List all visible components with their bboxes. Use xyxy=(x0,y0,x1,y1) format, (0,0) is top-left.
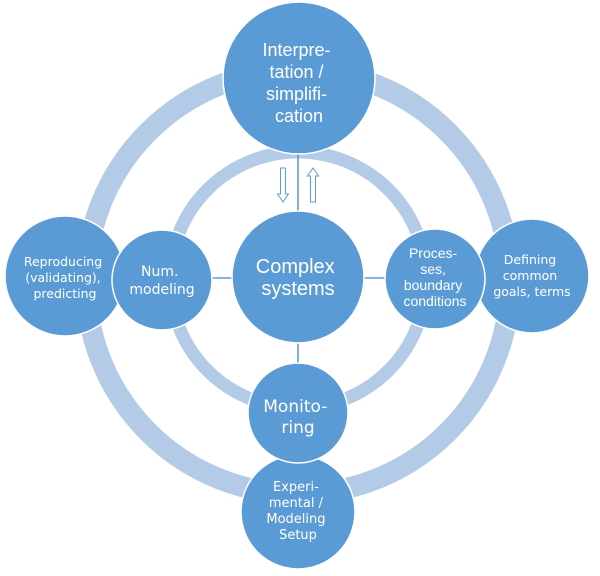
node-processes-circle xyxy=(384,228,486,330)
node-interpretation-line-3: simplifi- xyxy=(266,84,327,104)
down-arrow-icon xyxy=(276,167,290,203)
node-experimental-line-3: Modeling xyxy=(266,512,325,527)
node-defining-line-2: common xyxy=(503,268,557,283)
node-interpretation-line-1: Interpre- xyxy=(262,40,330,60)
node-num-modeling-line-2: modeling xyxy=(129,282,194,298)
node-interpretation: Interpre- tation / simplifi- cation xyxy=(222,1,376,155)
node-processes-line-1: Proces- xyxy=(409,245,458,261)
node-interpretation-label: Interpre- tation / simplifi- cation xyxy=(262,40,335,126)
node-complex-systems-circle xyxy=(231,210,365,344)
node-processes: Proces- ses, boundary conditions xyxy=(384,228,486,330)
node-processes-label: Proces- ses, boundary conditions xyxy=(403,245,466,309)
node-experimental-line-1: Experi- xyxy=(273,480,319,495)
node-defining-line-3: goals, terms xyxy=(493,284,570,299)
node-defining: Defining common goals, terms xyxy=(474,218,590,334)
node-reproducing-label: Reproducing (validating), predicting xyxy=(24,254,106,301)
node-num-modeling-line-1: Num. xyxy=(141,264,178,280)
node-complex-systems-line-2: systems xyxy=(261,278,334,300)
node-defining-label: Defining common goals, terms xyxy=(493,252,570,299)
node-interpretation-line-2: tation / xyxy=(269,62,323,82)
node-num-modeling-label: Num. modeling xyxy=(129,264,194,298)
node-experimental-label: Experi- mental / Modeling Setup xyxy=(266,480,329,543)
node-complex-systems-label: Complex systems xyxy=(256,256,340,300)
node-processes-line-2: ses, xyxy=(420,261,446,277)
node-experimental: Experi- mental / Modeling Setup xyxy=(240,454,356,570)
node-reproducing-line-3: predicting xyxy=(33,286,96,301)
node-monitoring-line-2: ring xyxy=(281,418,314,438)
node-processes-line-3: boundary xyxy=(404,277,462,293)
up-arrow-icon xyxy=(306,167,320,203)
node-defining-line-1: Defining xyxy=(504,252,556,267)
node-experimental-line-2: mental / xyxy=(269,496,324,511)
node-monitoring-label: Monito- ring xyxy=(263,397,333,438)
node-num-modeling-circle xyxy=(111,229,213,331)
node-reproducing-line-2: (validating), xyxy=(25,270,101,285)
node-monitoring: Monito- ring xyxy=(247,362,349,464)
node-monitoring-circle xyxy=(247,362,349,464)
node-complex-systems-line-1: Complex xyxy=(256,256,335,278)
node-processes-line-4: conditions xyxy=(403,293,466,309)
node-experimental-line-4: Setup xyxy=(279,528,317,543)
node-num-modeling: Num. modeling xyxy=(111,229,213,331)
node-reproducing: Reproducing (validating), predicting xyxy=(4,215,126,337)
node-reproducing-line-1: Reproducing xyxy=(24,254,102,269)
node-monitoring-line-1: Monito- xyxy=(263,397,327,417)
node-complex-systems: Complex systems xyxy=(231,210,365,344)
node-interpretation-line-4: cation xyxy=(275,106,323,126)
node-interpretation-circle xyxy=(222,1,376,155)
